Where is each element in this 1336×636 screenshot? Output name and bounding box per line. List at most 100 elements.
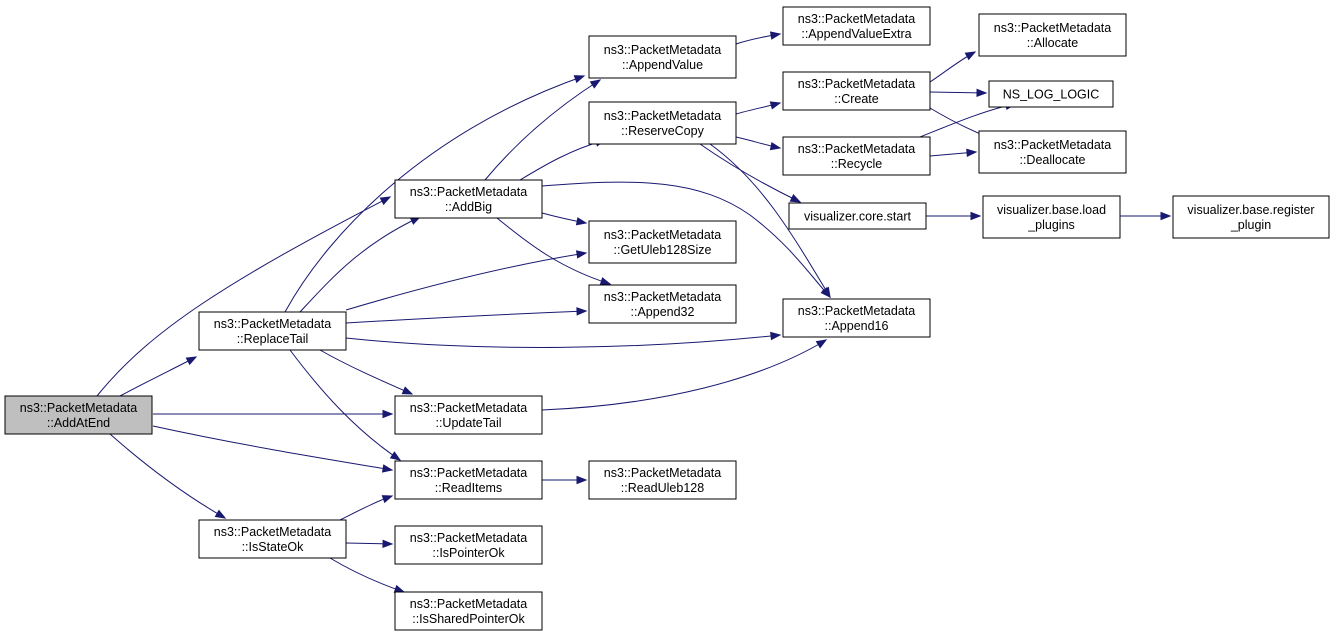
node-label-scope: visualizer.base.load (997, 203, 1106, 217)
edge-line (96, 196, 391, 397)
node-is-pointer-ok[interactable]: ns3::PacketMetadata::IsPointerOk (394, 525, 543, 565)
node-is-state-ok[interactable]: ns3::PacketMetadata::IsStateOk (198, 519, 347, 559)
node-box (982, 195, 1121, 239)
edge-arrowhead (769, 141, 782, 151)
edge-add-at-end-to-update-tail (153, 409, 394, 419)
node-read-items[interactable]: ns3::PacketMetadata::ReadItems (394, 460, 543, 500)
node-reserve-copy[interactable]: ns3::PacketMetadata::ReserveCopy (588, 101, 737, 145)
edge-add-big-to-append-value (484, 79, 602, 181)
node-label-method: ::IsPointerOk (432, 546, 505, 560)
edge-arrowhead (576, 307, 588, 316)
edge-arrowhead (401, 386, 414, 395)
edge-line (345, 252, 587, 311)
edge-reserve-copy-to-create (735, 101, 782, 115)
node-add-big[interactable]: ns3::PacketMetadata::AddBig (394, 179, 543, 219)
edge-line (709, 143, 831, 298)
node-ns-log-logic[interactable]: NS_LOG_LOGIC (988, 80, 1114, 108)
node-label-method: ::AddAtEnd (47, 416, 110, 430)
node-append-value[interactable]: ns3::PacketMetadata::AppendValue (588, 35, 737, 79)
node-box (198, 311, 347, 351)
edge-reserve-copy-to-recycle (735, 136, 782, 151)
node-label-scope: ns3::PacketMetadata (604, 290, 721, 304)
node-label-scope: ns3::PacketMetadata (604, 109, 721, 123)
edge-load-plugins-to-register-plugin (1120, 211, 1172, 221)
edge-arrowhead (966, 148, 978, 158)
edge-replace-tail-to-add-big (299, 216, 422, 313)
edge-arrowhead (393, 584, 406, 593)
edge-line (284, 75, 585, 313)
edge-create-to-ns-log-logic (929, 88, 988, 98)
node-append16[interactable]: ns3::PacketMetadata::Append16 (782, 298, 931, 338)
edge-arrowhead (1160, 211, 1172, 221)
edge-is-state-ok-to-is-shared-pointer-ok (329, 557, 406, 593)
edge-create-to-allocate (929, 51, 977, 83)
node-label-scope: ns3::PacketMetadata (604, 466, 721, 480)
edge-arrowhead (970, 211, 982, 221)
edge-arrowhead (599, 277, 612, 286)
node-box (198, 519, 347, 559)
node-label-method: ::Append32 (631, 305, 695, 319)
node-label-method: ::ReadUleb128 (621, 481, 704, 495)
edge-arrowhead (573, 75, 586, 84)
node-append-value-extra[interactable]: ns3::PacketMetadata::AppendValueExtra (782, 6, 931, 46)
node-box (394, 525, 543, 565)
edge-arrowhead (575, 250, 588, 259)
node-box (394, 179, 543, 219)
edge-line (329, 557, 405, 593)
node-is-shared-pointer-ok[interactable]: ns3::PacketMetadata::IsSharedPointerOk (394, 591, 543, 631)
node-box (394, 591, 543, 631)
node-load-plugins[interactable]: visualizer.base.load_plugins (982, 195, 1121, 239)
edge-add-at-end-to-replace-tail (119, 356, 198, 397)
edge-is-state-ok-to-is-pointer-ok (345, 539, 394, 549)
node-deallocate[interactable]: ns3::PacketMetadata::Deallocate (978, 130, 1127, 174)
node-update-tail[interactable]: ns3::PacketMetadata::UpdateTail (394, 395, 543, 435)
node-box (988, 80, 1114, 108)
edge-line (319, 349, 413, 395)
node-replace-tail[interactable]: ns3::PacketMetadata::ReplaceTail (198, 311, 347, 351)
node-label-method: ::AddBig (445, 200, 492, 214)
node-label-scope: ns3::PacketMetadata (798, 77, 915, 91)
node-label-scope: ns3::PacketMetadata (798, 12, 915, 26)
node-allocate[interactable]: ns3::PacketMetadata::Allocate (978, 13, 1127, 57)
node-read-uleb128[interactable]: ns3::PacketMetadata::ReadUleb128 (588, 460, 737, 500)
node-add-at-end[interactable]: ns3::PacketMetadata::AddAtEnd (4, 395, 153, 435)
node-label-method: ::ReserveCopy (621, 124, 704, 138)
edge-reserve-copy-to-visualizer-core-start (699, 143, 802, 203)
node-label-method: ::Append16 (825, 319, 889, 333)
node-label-method: ::Deallocate (1019, 153, 1085, 167)
node-recycle[interactable]: ns3::PacketMetadata::Recycle (782, 136, 931, 176)
node-label-method: ::GetUleb128Size (614, 243, 712, 257)
edge-arrowhead (821, 286, 831, 299)
edge-arrowhead (815, 339, 828, 349)
node-label-method: ::IsStateOk (242, 540, 305, 554)
node-box (588, 460, 737, 500)
edge-add-at-end-to-read-items (152, 425, 394, 473)
node-label-scope: ns3::PacketMetadata (410, 401, 527, 415)
edge-arrowhead (576, 475, 588, 485)
node-append32[interactable]: ns3::PacketMetadata::Append32 (588, 284, 737, 324)
edge-line (484, 79, 601, 181)
node-label-method: _plugin (1230, 218, 1271, 232)
node-box (1172, 195, 1330, 239)
node-label-method: ::Allocate (1027, 36, 1078, 50)
edge-arrowhead (575, 217, 588, 226)
edge-arrowhead (964, 51, 977, 61)
node-label-scope: visualizer.core.start (804, 210, 912, 224)
edge-arrowhead (381, 464, 394, 473)
node-label-method: ::ReadItems (435, 481, 502, 495)
node-box (782, 6, 931, 46)
edge-replace-tail-to-append16 (345, 331, 782, 348)
node-label-scope: ns3::PacketMetadata (604, 43, 721, 57)
node-label-method: ::AppendValue (622, 58, 703, 72)
edge-arrowhead (769, 101, 782, 110)
edge-arrowhead (381, 495, 394, 504)
edge-arrowhead (789, 194, 802, 203)
edge-arrowhead (589, 79, 602, 89)
node-label-method: ::IsSharedPointerOk (412, 612, 525, 626)
node-visualizer-core-start[interactable]: visualizer.core.start (788, 202, 927, 230)
node-get-uleb128-size[interactable]: ns3::PacketMetadata::GetUleb128Size (588, 220, 737, 264)
node-label-method: ::Create (834, 92, 879, 106)
node-create[interactable]: ns3::PacketMetadata::Create (782, 71, 931, 111)
node-label-method: ::AppendValueExtra (801, 27, 911, 41)
node-register-plugin[interactable]: visualizer.base.register_plugin (1172, 195, 1330, 239)
